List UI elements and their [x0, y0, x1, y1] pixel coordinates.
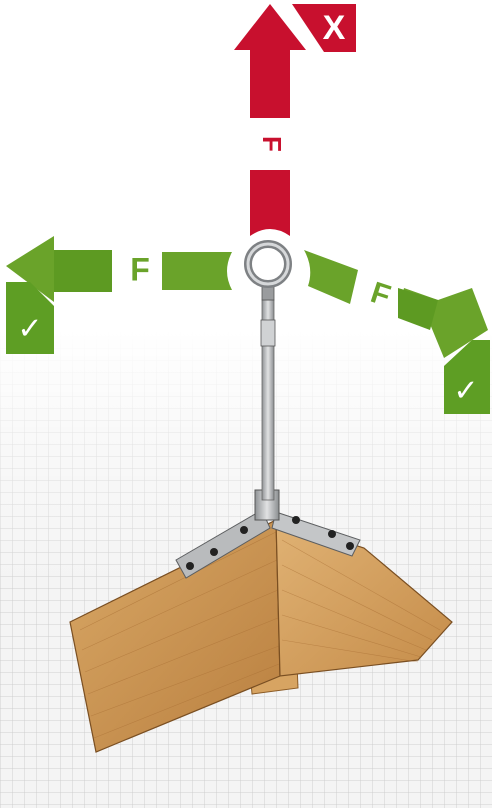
- check-icon-left: ✓: [17, 312, 42, 347]
- force-label-right: F: [367, 276, 395, 313]
- eye-bolt: [248, 244, 288, 284]
- force-label-left: F: [130, 251, 150, 287]
- force-arrow-up: [234, 4, 306, 236]
- x-icon: X: [323, 9, 346, 47]
- check-icon-right: ✓: [453, 374, 478, 409]
- force-label-up: F: [257, 136, 287, 152]
